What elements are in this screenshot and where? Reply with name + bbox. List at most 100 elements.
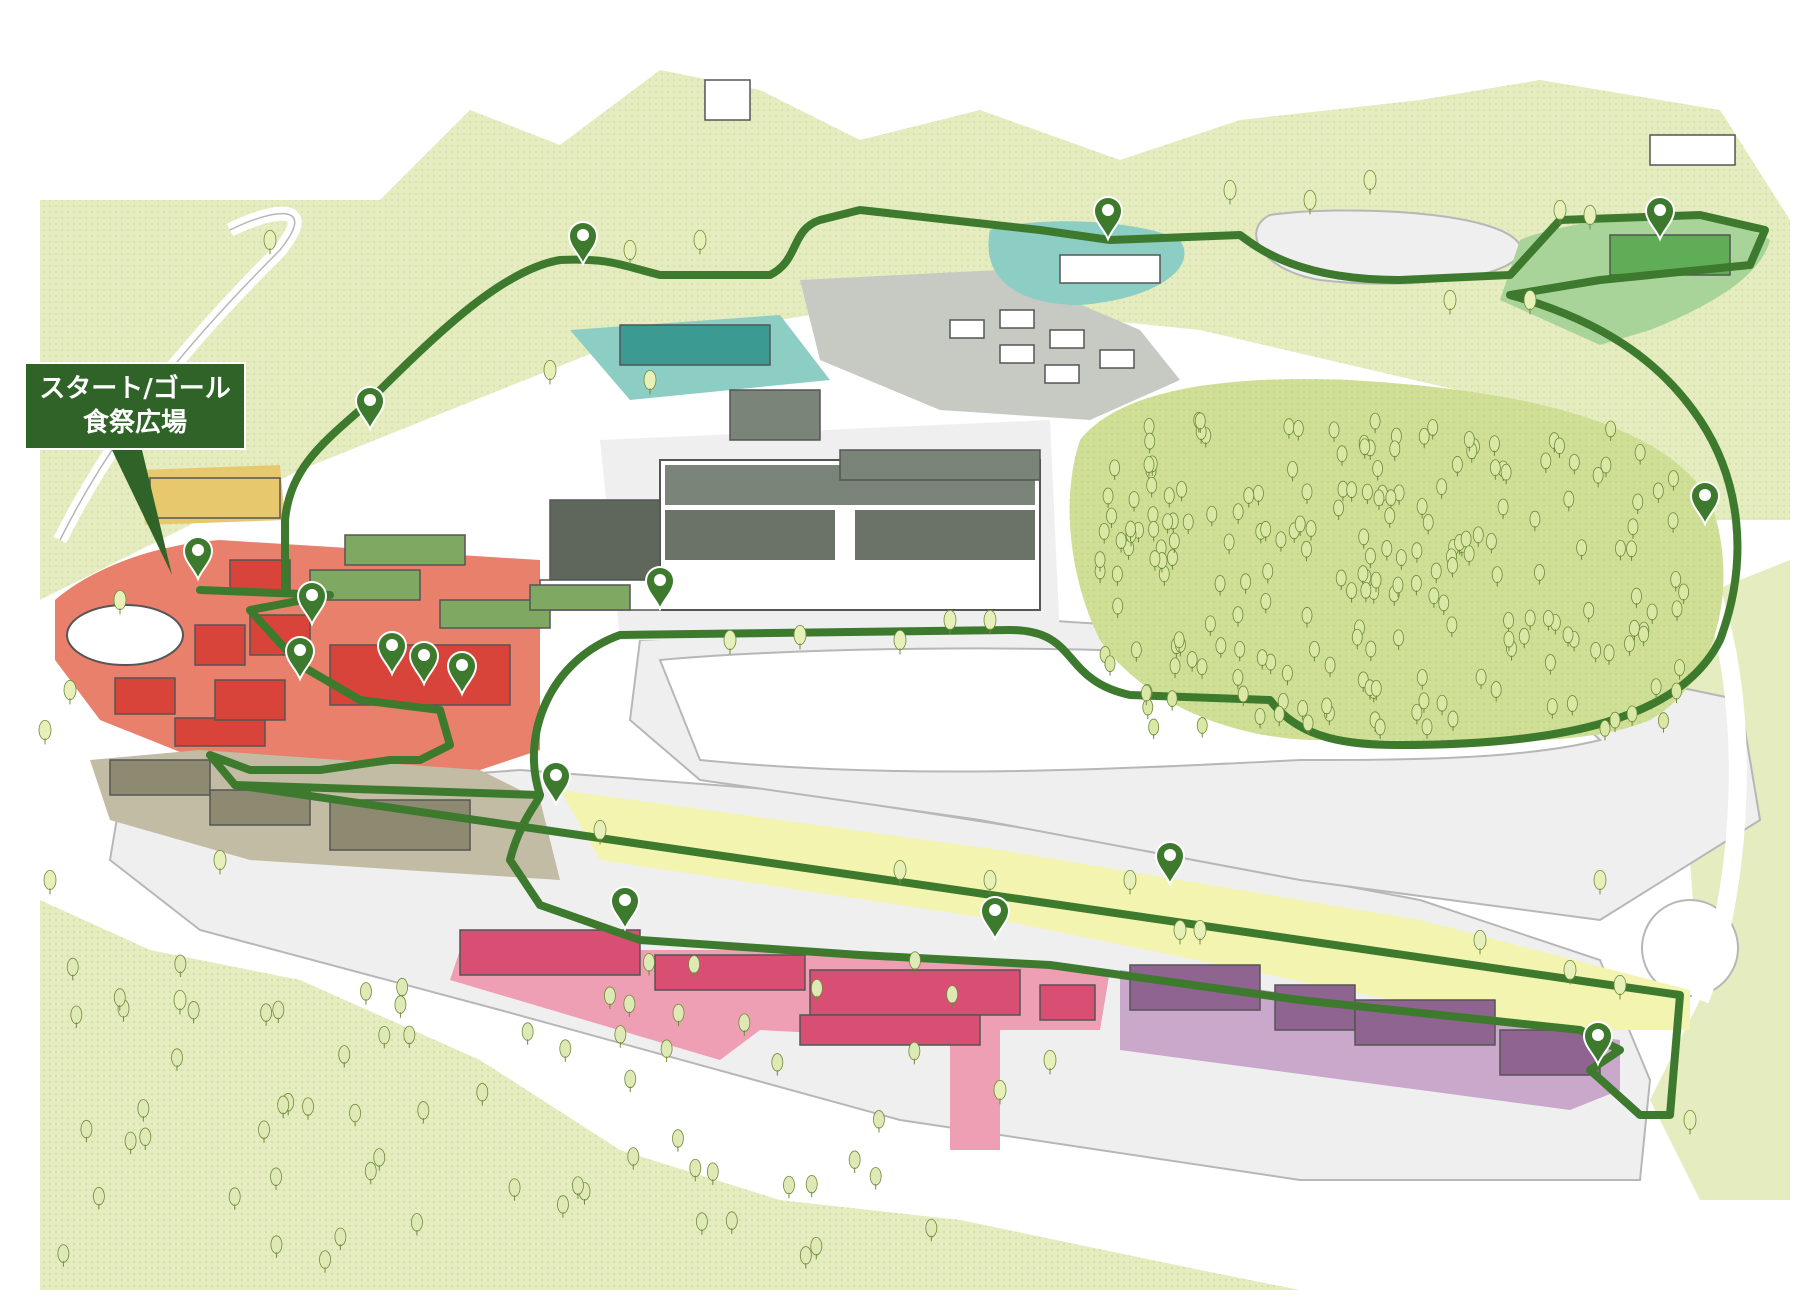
tree-icon: [1576, 539, 1587, 560]
tree-icon: [1629, 619, 1640, 641]
map-pin-icon[interactable]: [296, 581, 328, 627]
tree-icon: [983, 610, 997, 635]
tree-icon: [1668, 470, 1679, 491]
tree-icon: [1346, 582, 1357, 603]
tree-icon: [66, 957, 79, 981]
tree-icon: [1204, 615, 1216, 636]
tree-icon: [1260, 520, 1272, 542]
tree-icon: [1418, 692, 1430, 713]
map-pin-icon[interactable]: [354, 386, 386, 432]
tree-icon: [1365, 640, 1377, 662]
tree-icon: [1337, 480, 1349, 502]
map-pin-icon[interactable]: [1154, 841, 1186, 887]
tree-icon: [1173, 920, 1187, 945]
tree-icon: [848, 1150, 861, 1173]
tree-icon: [1232, 669, 1244, 690]
map-pin-icon[interactable]: [979, 896, 1011, 942]
tree-icon: [1167, 549, 1178, 570]
map-pin-icon[interactable]: [1689, 481, 1721, 527]
buildings: [66, 79, 1736, 1076]
tree-icon: [1436, 694, 1448, 716]
tree-icon: [1609, 711, 1621, 733]
tree-icon: [1554, 437, 1565, 458]
tree-icon: [1632, 493, 1644, 514]
tree-icon: [1553, 199, 1567, 225]
map-pin-icon[interactable]: [1092, 196, 1124, 242]
tree-icon: [1430, 562, 1442, 584]
tree-icon: [1373, 489, 1385, 510]
tree-icon: [1416, 498, 1428, 519]
tree-icon: [38, 720, 52, 745]
map-pin-icon[interactable]: [376, 631, 408, 677]
tree-icon: [543, 359, 557, 385]
tree-icon: [228, 1187, 241, 1210]
tree-icon: [1540, 452, 1552, 473]
map-pin-icon[interactable]: [609, 886, 641, 932]
tree-icon: [1123, 870, 1137, 895]
tree-icon: [1451, 456, 1463, 477]
tree-icon: [521, 1022, 534, 1045]
map-pin-icon[interactable]: [446, 651, 478, 697]
tree-icon: [1149, 550, 1161, 571]
tree-icon: [1148, 520, 1160, 542]
tree-icon: [1410, 575, 1422, 596]
tree-icon: [174, 954, 187, 978]
tree-icon: [1372, 460, 1384, 481]
tree-icon: [738, 1013, 751, 1036]
tree-icon: [1206, 505, 1218, 527]
tree-icon: [624, 1069, 637, 1093]
map-pin-icon[interactable]: [1644, 196, 1676, 242]
tree-icon: [1232, 503, 1244, 524]
tree-icon: [263, 229, 277, 255]
map-pin-icon[interactable]: [284, 636, 316, 682]
tree-icon: [1463, 431, 1475, 452]
tree-icon: [1358, 528, 1370, 549]
map-pin-icon[interactable]: [644, 566, 676, 612]
tree-icon: [1144, 432, 1156, 454]
tree-icon: [1357, 565, 1369, 586]
tree-icon: [302, 1097, 314, 1120]
tree-icon: [1193, 920, 1207, 945]
tree-icon: [1566, 695, 1578, 716]
tree-icon: [270, 1235, 283, 1258]
tree-icon: [1592, 466, 1604, 488]
tree-icon: [1214, 575, 1226, 596]
tree-icon: [623, 239, 637, 265]
tree-icon: [1186, 651, 1198, 672]
tree-icon: [1346, 481, 1358, 502]
tree-icon: [1365, 547, 1376, 569]
tree-icon: [557, 1195, 569, 1218]
map-pin-icon[interactable]: [540, 761, 572, 807]
tree-icon: [1544, 654, 1556, 675]
tree-icon: [1671, 682, 1682, 704]
tree-icon: [1321, 697, 1333, 718]
tree-icon: [1294, 515, 1306, 537]
tree-icon: [1529, 510, 1541, 532]
tree-icon: [1683, 1110, 1697, 1135]
tree-icon: [1422, 514, 1434, 535]
tree-icon: [1500, 463, 1512, 485]
tree-icon: [1260, 593, 1272, 614]
map-pin-icon[interactable]: [567, 221, 599, 267]
map-pin-icon[interactable]: [1582, 1021, 1614, 1067]
tree-icon: [643, 369, 657, 395]
tree-icon: [1447, 710, 1459, 732]
tree-icon: [1490, 681, 1502, 702]
map-pin-icon[interactable]: [408, 641, 440, 687]
tree-icon: [1143, 456, 1155, 477]
tree-icon: [572, 1176, 584, 1199]
tree-icon: [1603, 644, 1615, 665]
start-goal-label: スタート/ゴール 食祭広場: [24, 362, 246, 450]
tree-icon: [1196, 658, 1208, 679]
tree-icon: [1411, 542, 1423, 563]
tree-icon: [1168, 532, 1180, 553]
tree-icon: [1328, 421, 1340, 442]
tree-icon: [1287, 460, 1298, 482]
tree-icon: [1646, 603, 1658, 624]
tree-icon: [1106, 507, 1117, 529]
tree-icon: [1543, 610, 1554, 631]
tree-icon: [943, 610, 957, 635]
map-pin-icon[interactable]: [182, 536, 214, 582]
tree-icon: [171, 1048, 183, 1071]
